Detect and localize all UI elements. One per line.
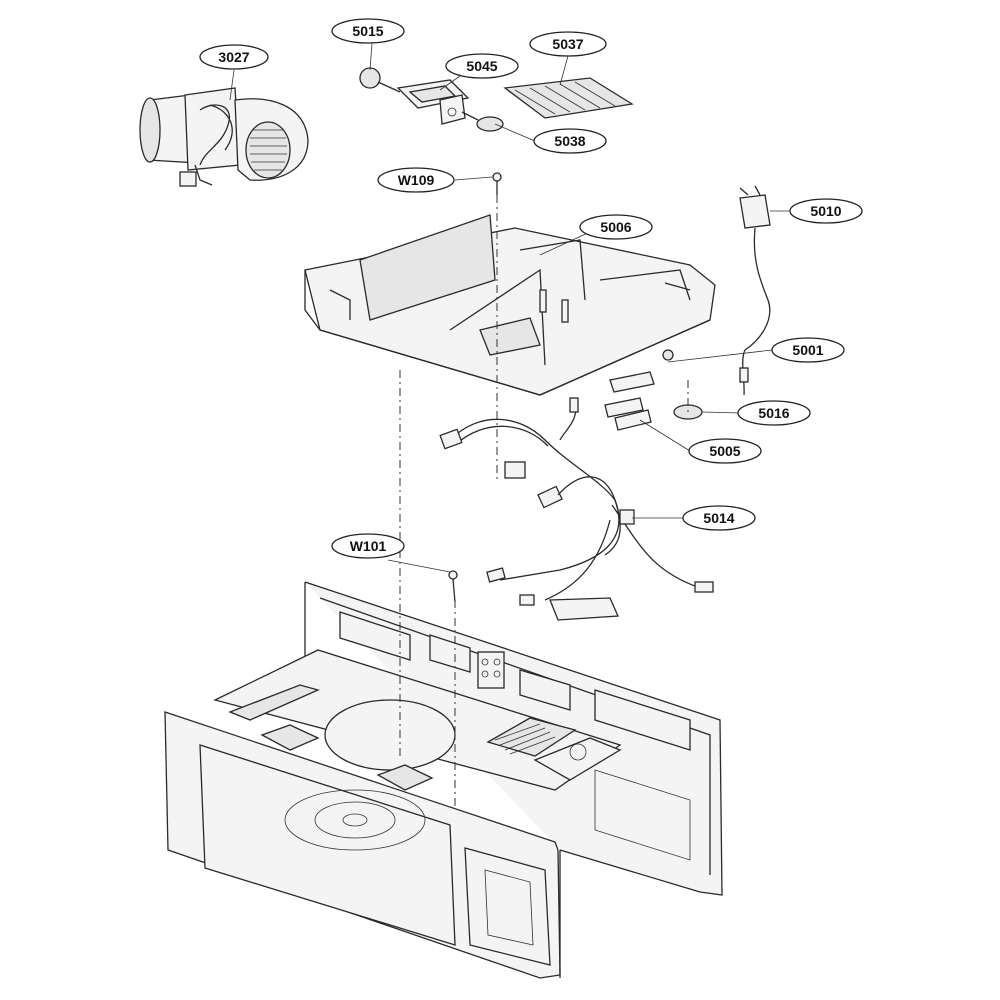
callout-5001: 5001	[771, 337, 845, 363]
part-base-plate	[304, 214, 716, 396]
callout-label: 5014	[703, 510, 734, 526]
callout-5015: 5015	[331, 18, 405, 44]
callout-label: 5005	[709, 443, 740, 459]
part-blower-motor	[139, 87, 309, 187]
callout-5006: 5006	[579, 214, 653, 240]
callout-5037: 5037	[529, 31, 607, 57]
callout-label: 5015	[352, 23, 383, 39]
part-power-cord	[739, 185, 771, 396]
callout-5005: 5005	[688, 438, 762, 464]
part-wire-harness	[439, 397, 714, 621]
callout-label: 3027	[218, 49, 249, 65]
callout-label: W109	[398, 172, 435, 188]
callout-label: 5001	[792, 342, 823, 358]
callout-5038: 5038	[533, 128, 607, 154]
callout-5010: 5010	[789, 198, 863, 224]
callout-label: 5045	[466, 58, 497, 74]
part-screw-w101	[448, 570, 458, 603]
callout-w109: W109	[377, 167, 455, 193]
part-small-components	[604, 349, 703, 431]
callout-w101: W101	[331, 533, 405, 559]
callout-label: 5037	[552, 36, 583, 52]
callout-label: W101	[350, 538, 387, 554]
callout-5016: 5016	[737, 400, 811, 426]
callout-5045: 5045	[445, 53, 519, 79]
part-chassis	[164, 581, 723, 979]
callout-3027: 3027	[199, 44, 269, 70]
callout-label: 5006	[600, 219, 631, 235]
callout-5014: 5014	[682, 505, 756, 531]
part-lamp-assembly	[359, 67, 504, 132]
leader-lines	[229, 42, 790, 573]
callout-label: 5016	[758, 405, 789, 421]
callout-label: 5010	[810, 203, 841, 219]
alignment-lines	[399, 195, 689, 810]
part-screw-w109	[492, 172, 502, 195]
part-charcoal-filter	[503, 77, 634, 119]
callout-label: 5038	[554, 133, 585, 149]
